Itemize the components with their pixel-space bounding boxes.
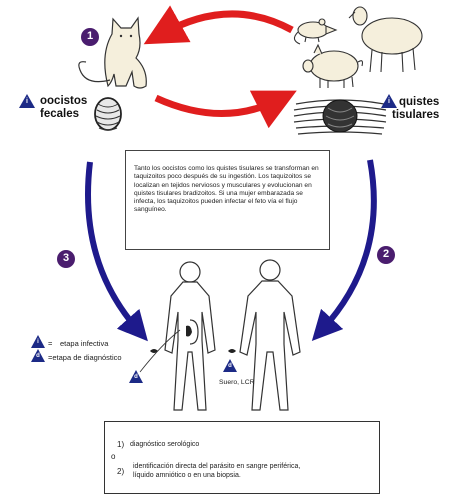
oocyst-illustration	[95, 98, 121, 130]
oocysts-label-line2: fecales	[40, 108, 79, 121]
samples-label: Suero, LCR	[219, 379, 255, 386]
oocysts-label-line1: oocistos	[40, 95, 87, 108]
diagnostic-marker-fetus-letter: d	[133, 374, 139, 380]
man-figure	[240, 260, 300, 410]
red-arrow-to-hosts	[156, 98, 278, 114]
cysts-label-line2: tisulares	[392, 109, 439, 122]
red-arrow-to-cat	[162, 14, 292, 34]
stage-2-number: 2	[381, 248, 391, 260]
stage-1-number: 1	[85, 30, 95, 42]
rat-illustration	[294, 19, 336, 44]
legend-diagnostic-letter: d	[35, 353, 41, 359]
diagnosis-item2-number: 2)	[117, 467, 124, 476]
diagnosis-item1-text: diagnóstico serológico	[130, 441, 199, 448]
legend-infective-text: etapa infectiva	[60, 339, 108, 348]
hand-marker-right	[228, 349, 236, 353]
legend-diagnostic-text: =etapa de diagnóstico	[48, 353, 122, 362]
pig-illustration	[303, 45, 363, 88]
stage-3-number: 3	[61, 252, 71, 264]
diagnosis-item1-number: 1)	[117, 440, 124, 449]
diagnosis-item2-line2: líquido amniótico o en una biopsia.	[133, 472, 241, 479]
infective-marker-cysts-letter: i	[386, 98, 392, 105]
explanation-note: Tanto los oocistos como los quistes tisu…	[125, 150, 330, 250]
cysts-label-line1: quistes	[399, 96, 439, 109]
diagnostic-marker-blood-letter: d	[227, 363, 233, 369]
legend-infective-letter: i	[35, 339, 41, 345]
tissue-cyst-illustration	[294, 100, 386, 134]
diagnosis-item2-line1: identificación directa del parásito en s…	[133, 463, 300, 470]
diagnosis-box	[104, 421, 380, 494]
legend-infective-prefix: =	[48, 339, 52, 348]
infective-marker-oocysts-letter: i	[24, 98, 30, 105]
sheep-illustration	[349, 7, 422, 72]
diagnosis-or: o	[111, 452, 115, 461]
